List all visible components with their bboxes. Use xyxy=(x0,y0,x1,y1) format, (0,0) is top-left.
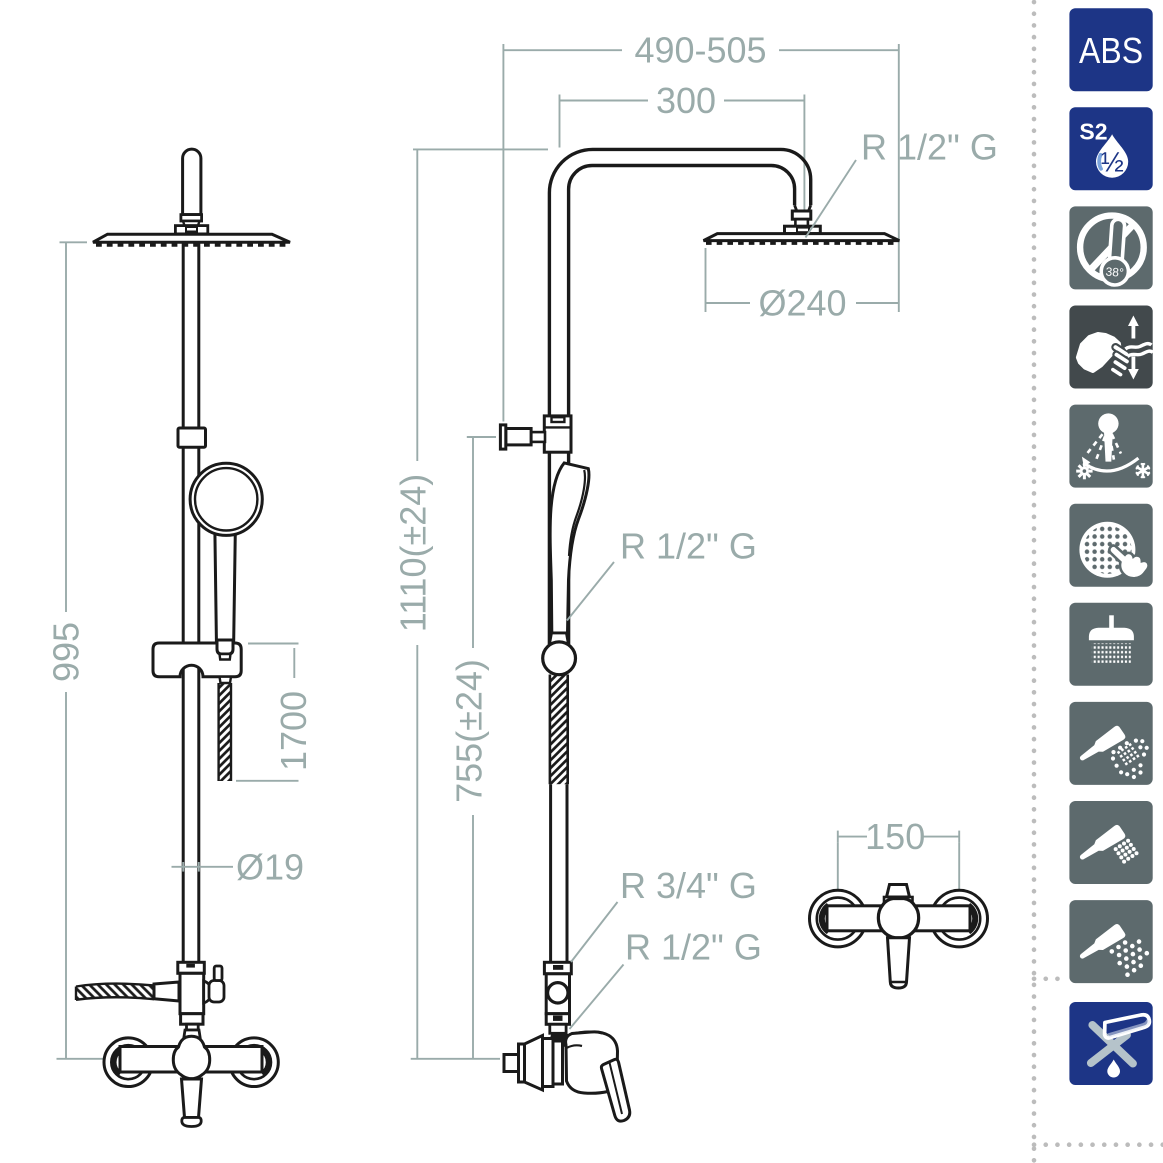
holder-bracket xyxy=(151,638,243,685)
label-head-thread: R 1/2" G xyxy=(861,127,998,168)
diverter-side xyxy=(542,960,573,1047)
slider-block xyxy=(176,426,207,449)
dim-upper-height: 1110(±24) xyxy=(393,474,434,633)
half-inch-label: ½ xyxy=(1101,146,1124,177)
dim-d240-lines xyxy=(704,248,899,312)
jet-dots xyxy=(1113,838,1139,864)
hot-sun-glyph xyxy=(1076,462,1093,480)
dotted-borders xyxy=(1031,0,1163,1163)
water-curtain xyxy=(1091,643,1131,665)
dim-490-505-lines xyxy=(502,44,900,422)
dim-pipe-diameter: Ø19 xyxy=(236,846,304,887)
dim-1110-lines xyxy=(413,148,548,1059)
showerhead-ball xyxy=(1098,413,1119,434)
wall-bracket-side xyxy=(498,414,573,454)
abs-material-icon: ABS xyxy=(1069,8,1153,92)
handshower-side xyxy=(541,461,591,677)
dim-hose-length: 1700 xyxy=(273,691,314,771)
holder-ring xyxy=(188,461,264,537)
water-flow-waves xyxy=(1124,341,1155,358)
label-hose-upper-thread: R 3/4" G xyxy=(620,865,757,906)
droplet-shape xyxy=(1096,134,1129,178)
easy-clean-nozzles-icon xyxy=(1069,503,1153,587)
shower-hose-side xyxy=(548,674,570,963)
s2-label: S2 xyxy=(1079,118,1107,144)
dim-wall-centers: 150 xyxy=(865,816,925,857)
up-down-arrows xyxy=(1128,315,1139,380)
rain-head-shape xyxy=(1088,627,1134,641)
feature-icons-column: ABS S2½ 38° xyxy=(1069,8,1155,1085)
dim-overall-height: 995 xyxy=(46,622,87,682)
rain-shower-head-side xyxy=(702,232,900,245)
dim-d19-lines xyxy=(171,862,233,872)
top-rod xyxy=(173,147,210,236)
spray-dashes xyxy=(1086,433,1123,460)
manual-flow-control-icon xyxy=(1069,305,1155,389)
label-hose-lower-thread: R 1/2" G xyxy=(625,926,762,967)
handshower-rain-spray-icon xyxy=(1069,900,1153,984)
adjustable-spray-angle-icon xyxy=(1069,404,1153,488)
shower-hose xyxy=(217,683,233,781)
column-pipe xyxy=(181,242,201,963)
mixer-side xyxy=(502,1030,632,1123)
crossed-out-x xyxy=(1086,1021,1137,1068)
dim-1700-lines xyxy=(236,642,299,782)
rain-shower-head xyxy=(92,232,291,247)
hose-to-diverter xyxy=(74,982,205,1042)
rain-dots xyxy=(1109,939,1150,977)
massage-squares xyxy=(1116,742,1140,766)
rain-head-spray-icon xyxy=(1069,602,1153,686)
label-handshower-thread: R 1/2" G xyxy=(620,526,757,567)
handshower xyxy=(213,523,237,642)
jet-spray-icon xyxy=(1069,801,1153,884)
mixer-front xyxy=(102,1034,280,1128)
dim-300-lines xyxy=(558,94,806,210)
thermometer-glyph: 38° xyxy=(1099,217,1131,287)
handshower-glyph xyxy=(1079,923,1126,959)
dim-arm-reach: 490-505 xyxy=(634,30,766,71)
hand-glyph xyxy=(1075,332,1131,379)
head-stem xyxy=(1109,615,1114,630)
handshower-glyph xyxy=(1079,725,1126,761)
icon-tile xyxy=(1069,8,1153,92)
spray-dots xyxy=(1110,738,1149,780)
mixer-body-front xyxy=(808,883,990,990)
side-view: 490-505 300 1110(±24) 755(±24) Ø240 xyxy=(393,30,998,1123)
column-pipe-side xyxy=(547,147,822,416)
no-aggressive-cleaners-icon xyxy=(1069,1002,1153,1085)
diverter-assembly xyxy=(152,960,226,1016)
test-tube-glyph xyxy=(1102,1012,1152,1040)
massage-spray-icon xyxy=(1069,701,1153,785)
temp-38-label: 38° xyxy=(1105,265,1124,280)
droplet-shading xyxy=(1097,152,1103,171)
mixer-front-view: 150 xyxy=(808,816,990,990)
droplet-shape xyxy=(1107,1059,1120,1078)
no-thermostatic-limiter-icon: 38° xyxy=(1069,206,1153,290)
pointing-hand-glyph xyxy=(1107,544,1150,580)
dim-lower-height: 755(±24) xyxy=(449,659,490,803)
front-view: 995 1700 Ø19 xyxy=(46,147,314,1128)
handshower-glyph xyxy=(1079,824,1126,860)
s2-half-inch-flow-icon: S2½ xyxy=(1069,107,1153,191)
dim-755-lines xyxy=(410,436,500,1060)
dim-arm-projection: 300 xyxy=(656,80,716,121)
cold-snowflake-glyph xyxy=(1135,462,1151,479)
dim-head-diameter: Ø240 xyxy=(758,283,846,324)
abs-label: ABS xyxy=(1079,30,1143,71)
